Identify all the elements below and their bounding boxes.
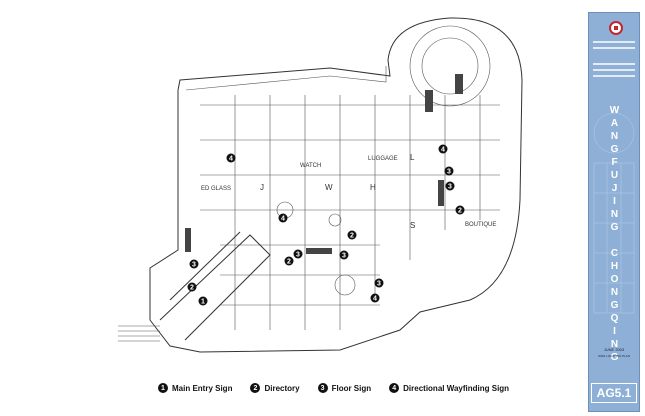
label-luggage: LUGGAGE — [368, 156, 398, 162]
fine-print-line — [593, 69, 635, 71]
sign-legend: 1 Main Entry Sign 2 Directory 3 Floor Si… — [158, 380, 558, 396]
escalators — [185, 74, 463, 254]
svg-text:3: 3 — [342, 253, 346, 260]
sign-marker: 3 — [445, 181, 455, 191]
sign-marker: 1 — [198, 296, 208, 306]
legend-label: Directional Wayfinding Sign — [403, 383, 510, 393]
svg-text:2: 2 — [458, 208, 462, 215]
label-s: S — [410, 221, 415, 230]
sign-markers: 4 4 3 3 2 4 2 3 2 3 3 3 2 4 1 — [187, 144, 465, 306]
drawing-subtitle: SIGN LOCATION PLAN — [598, 354, 630, 358]
firm-logo-icon — [609, 21, 623, 35]
svg-text:3: 3 — [448, 184, 452, 191]
label-ed-glass: ED GLASS — [201, 186, 231, 192]
label-watch: WATCH — [300, 163, 321, 169]
floor-plan-drawing: WATCH LUGGAGE BOUTIQUE ED GLASS J W H L … — [118, 17, 523, 353]
svg-text:2: 2 — [350, 233, 354, 240]
label-h: H — [370, 183, 376, 192]
sheet-number: AG5.1 — [596, 386, 632, 400]
label-j: J — [260, 183, 264, 192]
legend-item-main-entry: 1 Main Entry Sign — [158, 383, 232, 393]
svg-text:4: 4 — [373, 296, 377, 303]
sign-marker: 3 — [339, 250, 349, 260]
legend-item-directory: 2 Directory — [250, 383, 300, 393]
atrium — [276, 201, 356, 296]
fine-print-line — [593, 41, 635, 43]
fine-print-line — [593, 75, 635, 77]
sign-marker: 4 — [438, 144, 448, 154]
project-title: WANGFUJING CHONGQING — [609, 105, 620, 365]
sign-marker: 4 — [370, 293, 380, 303]
svg-text:4: 4 — [441, 147, 445, 154]
sign-marker: 3 — [293, 249, 303, 259]
legend-label: Floor Sign — [331, 383, 372, 393]
label-w: W — [325, 183, 333, 192]
drawing-date: JUNE 2003 — [603, 347, 625, 352]
sign-marker: 2 — [347, 230, 357, 240]
fine-print-line — [593, 63, 635, 65]
svg-text:2: 2 — [190, 285, 194, 292]
svg-text:4: 4 — [229, 156, 233, 163]
sign-marker: 3 — [374, 278, 384, 288]
sign-marker: 3 — [189, 259, 199, 269]
svg-text:4: 4 — [281, 216, 285, 223]
sign-marker: 4 — [226, 153, 236, 163]
sign-marker: 4 — [278, 213, 288, 223]
legend-number: 2 — [250, 383, 261, 393]
legend-label: Directory — [264, 383, 300, 393]
label-l: L — [410, 153, 415, 162]
svg-text:3: 3 — [296, 252, 300, 259]
title-block-background-plan — [593, 112, 635, 314]
svg-text:3: 3 — [447, 169, 451, 176]
legend-item-wayfinding: 4 Directional Wayfinding Sign — [389, 383, 509, 393]
label-boutique: BOUTIQUE — [465, 222, 496, 228]
sign-marker: 2 — [187, 282, 197, 292]
sign-marker: 2 — [455, 205, 465, 215]
legend-number: 4 — [389, 383, 400, 393]
svg-text:3: 3 — [377, 281, 381, 288]
legend-number: 3 — [317, 383, 328, 393]
sheet-number-box: AG5.1 — [591, 383, 637, 403]
sign-marker: 3 — [444, 166, 454, 176]
entry-steps — [118, 325, 160, 342]
legend-item-floor-sign: 3 Floor Sign — [317, 383, 372, 393]
svg-text:1: 1 — [201, 299, 205, 306]
fine-print-line — [593, 47, 635, 49]
sign-marker: 2 — [284, 256, 294, 266]
legend-label: Main Entry Sign — [172, 383, 233, 393]
svg-text:2: 2 — [287, 259, 291, 266]
entrance-wing — [159, 231, 271, 341]
legend-number: 1 — [158, 383, 168, 393]
structural-grid — [200, 95, 500, 330]
svg-text:3: 3 — [192, 262, 196, 269]
drum-column-grid — [409, 25, 491, 107]
title-block: WANGFUJING CHONGQING JUNE 2003 SIGN LOCA… — [588, 12, 640, 412]
building-outline — [149, 17, 523, 353]
